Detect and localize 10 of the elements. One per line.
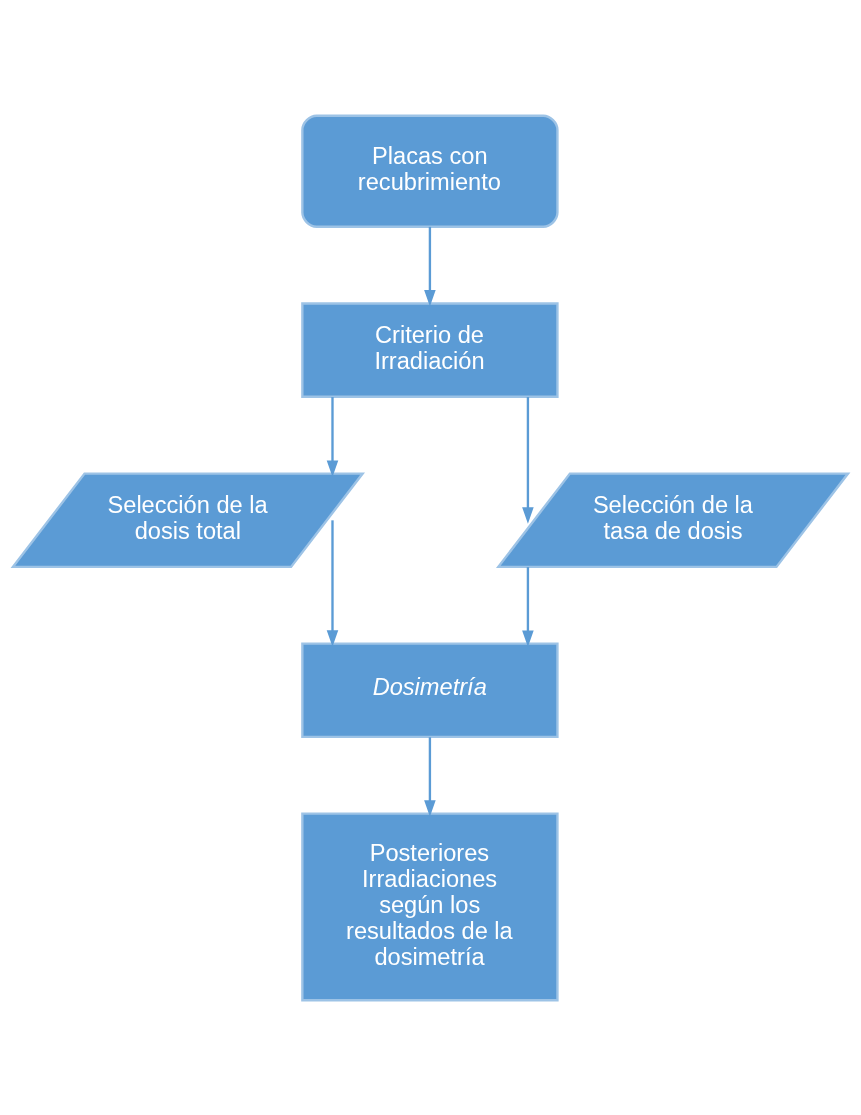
arrow — [522, 396, 534, 524]
arrow — [326, 519, 339, 647]
arrow — [424, 736, 436, 817]
arrow — [424, 226, 436, 307]
arrow — [522, 566, 534, 647]
node-box: Criterio de Irradiación — [301, 301, 559, 398]
node-box: Posteriores Irradiaciones según los resultados de la dosimetría — [301, 812, 559, 1001]
node-box: Dosimetría — [301, 641, 559, 738]
arrow — [326, 396, 339, 477]
node-box: Placas con recubrimiento — [301, 114, 559, 228]
